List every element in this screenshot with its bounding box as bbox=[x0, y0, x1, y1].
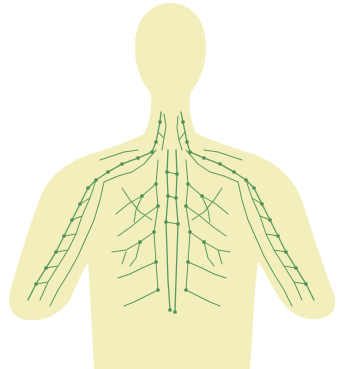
lymph-node bbox=[260, 202, 264, 206]
lymph-node bbox=[284, 250, 288, 254]
lymph-node bbox=[176, 222, 180, 226]
lymph-node bbox=[44, 266, 48, 270]
lymph-node bbox=[232, 170, 236, 174]
lymph-node bbox=[154, 260, 158, 264]
lymph-node bbox=[186, 182, 190, 186]
lymph-node bbox=[181, 120, 185, 124]
lymph-node bbox=[156, 288, 160, 292]
lymph-node bbox=[188, 230, 192, 234]
lymph-node bbox=[184, 288, 188, 292]
lymph-node bbox=[106, 170, 110, 174]
lymph-node bbox=[188, 150, 192, 154]
lymph-node bbox=[304, 282, 308, 286]
lymph-node bbox=[62, 234, 66, 238]
lymph-node bbox=[152, 230, 156, 234]
lymph-node bbox=[244, 178, 248, 182]
body-silhouette bbox=[9, 3, 335, 369]
lymph-node bbox=[252, 186, 256, 190]
lymph-node bbox=[86, 186, 90, 190]
lymph-node bbox=[164, 220, 168, 224]
lymph-node bbox=[268, 218, 272, 222]
lymph-node bbox=[94, 178, 98, 182]
lymph-node bbox=[138, 240, 142, 244]
lymph-node bbox=[54, 250, 58, 254]
lymph-node bbox=[154, 182, 158, 186]
lymph-node bbox=[78, 202, 82, 206]
lymph-node bbox=[166, 194, 170, 198]
lymph-node bbox=[186, 260, 190, 264]
lymph-node bbox=[165, 170, 169, 174]
lymph-node bbox=[140, 194, 144, 198]
lymph-node bbox=[294, 266, 298, 270]
lymph-node bbox=[154, 140, 158, 144]
lymph-node bbox=[158, 120, 162, 124]
lymph-node bbox=[34, 282, 38, 286]
lymph-node bbox=[175, 172, 179, 176]
lymph-node bbox=[156, 204, 160, 208]
lymph-node bbox=[200, 194, 204, 198]
lymph-node bbox=[184, 204, 188, 208]
lymph-node bbox=[168, 308, 172, 312]
lymph-node bbox=[218, 162, 222, 166]
lymph-node bbox=[185, 140, 189, 144]
lymph-node bbox=[202, 240, 206, 244]
lymph-node bbox=[120, 162, 124, 166]
lymph-node bbox=[173, 310, 177, 314]
lymph-node bbox=[276, 234, 280, 238]
lymph-node bbox=[150, 150, 154, 154]
lymph-node bbox=[202, 156, 206, 160]
lymph-node bbox=[136, 156, 140, 160]
lymph-node bbox=[174, 196, 178, 200]
lymph-node bbox=[70, 218, 74, 222]
